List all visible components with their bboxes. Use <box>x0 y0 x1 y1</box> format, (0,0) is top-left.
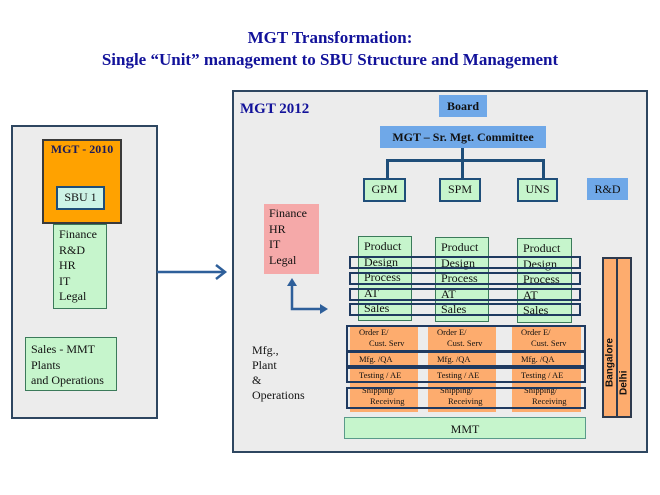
sales-line: Sales - MMT <box>31 342 95 356</box>
site-delhi: Delhi <box>616 257 632 418</box>
mfg-line: Plant <box>252 358 277 372</box>
ops-row: Receiving <box>448 396 483 406</box>
ops-row: Order E/ <box>437 327 467 337</box>
connector <box>386 159 545 162</box>
function-item: HR <box>59 258 76 272</box>
function-item: IT <box>59 273 71 288</box>
product-row: Sales <box>441 302 467 316</box>
shared-item: IT <box>269 237 281 251</box>
product-row: AT <box>523 287 538 302</box>
ops-row: Shipping/ <box>362 385 396 395</box>
connector <box>542 159 545 178</box>
ops-row: Receiving <box>370 396 405 406</box>
product-row: Product <box>441 240 479 254</box>
connector <box>461 148 464 161</box>
sales-band <box>349 303 581 316</box>
design-band <box>349 256 581 269</box>
product-row: Product <box>523 241 561 255</box>
sales-box: Sales - MMT Plants and Operations <box>25 337 117 391</box>
mgt-2012-label: MGT 2012 <box>240 101 310 117</box>
ops-row: Cust. Serv <box>369 338 405 348</box>
function-item: R&D <box>59 242 86 257</box>
sbu-1-box: SBU 1 <box>56 186 105 210</box>
mfg-line: & <box>252 373 262 387</box>
ops-row: Testing / AE <box>437 370 480 380</box>
shared-functions-box: Finance HR IT Legal <box>264 204 319 274</box>
sales-line: Plants <box>31 357 61 372</box>
mmt-box: MMT <box>344 417 586 439</box>
product-row: Sales <box>523 303 549 317</box>
product-row: Process <box>523 272 560 286</box>
shared-support-arrow-icon <box>287 278 328 314</box>
order-band <box>346 325 586 352</box>
connector <box>461 159 464 178</box>
title-line-2: Single “Unit” management to SBU Structur… <box>101 50 559 69</box>
ops-row: Order E/ <box>359 327 389 337</box>
testing-band <box>346 367 586 383</box>
product-row: Product <box>364 239 402 253</box>
ops-row: Order E/ <box>521 327 551 337</box>
function-item: Legal <box>59 289 87 303</box>
shared-item: Finance <box>269 206 307 220</box>
function-item: Finance <box>59 227 97 241</box>
product-row: AT <box>441 286 456 301</box>
ops-row: Testing / AE <box>521 370 564 380</box>
mgt-2010-box: MGT - 2010 <box>42 139 122 224</box>
product-row: Design <box>364 254 398 269</box>
shared-item: Legal <box>269 252 297 267</box>
mgt-2010-label: MGT - 2010 <box>50 142 114 156</box>
unit-uns: UNS <box>517 178 558 202</box>
ops-row: Shipping/ <box>524 385 558 395</box>
process-band <box>349 272 581 285</box>
title-line-1: MGT Transformation: <box>247 28 413 47</box>
connector <box>386 159 389 178</box>
ops-row: Shipping/ <box>440 385 474 395</box>
ops-row: Mfg. /QA <box>359 354 393 364</box>
ops-row: Cust. Serv <box>447 338 483 348</box>
transition-arrow-icon <box>157 264 228 280</box>
ops-row: Mfg. /QA <box>521 354 555 364</box>
shipping-band <box>346 387 586 409</box>
functions-list: Finance R&D HR IT Legal <box>53 224 107 309</box>
ops-row: Cust. Serv <box>531 338 567 348</box>
product-row: Process <box>441 271 478 285</box>
rnd-box: R&D <box>587 178 628 200</box>
unit-spm: SPM <box>439 178 481 202</box>
ops-row: Testing / AE <box>359 370 402 380</box>
sales-line: and Operations <box>31 373 104 387</box>
board-box: Board <box>439 95 487 117</box>
mfg-label: Mfg., Plant & Operations <box>252 343 305 403</box>
unit-gpm: GPM <box>363 178 406 202</box>
shared-item: HR <box>269 221 286 236</box>
mfg-qa-band <box>346 351 586 367</box>
ops-row: Receiving <box>532 396 567 406</box>
mfg-line: Operations <box>252 388 305 402</box>
product-row: Design <box>441 255 475 270</box>
ops-row: Mfg. /QA <box>437 354 471 364</box>
mfg-line: Mfg., <box>252 343 279 357</box>
at-band <box>349 288 581 301</box>
committee-box: MGT – Sr. Mgt. Committee <box>380 126 546 148</box>
